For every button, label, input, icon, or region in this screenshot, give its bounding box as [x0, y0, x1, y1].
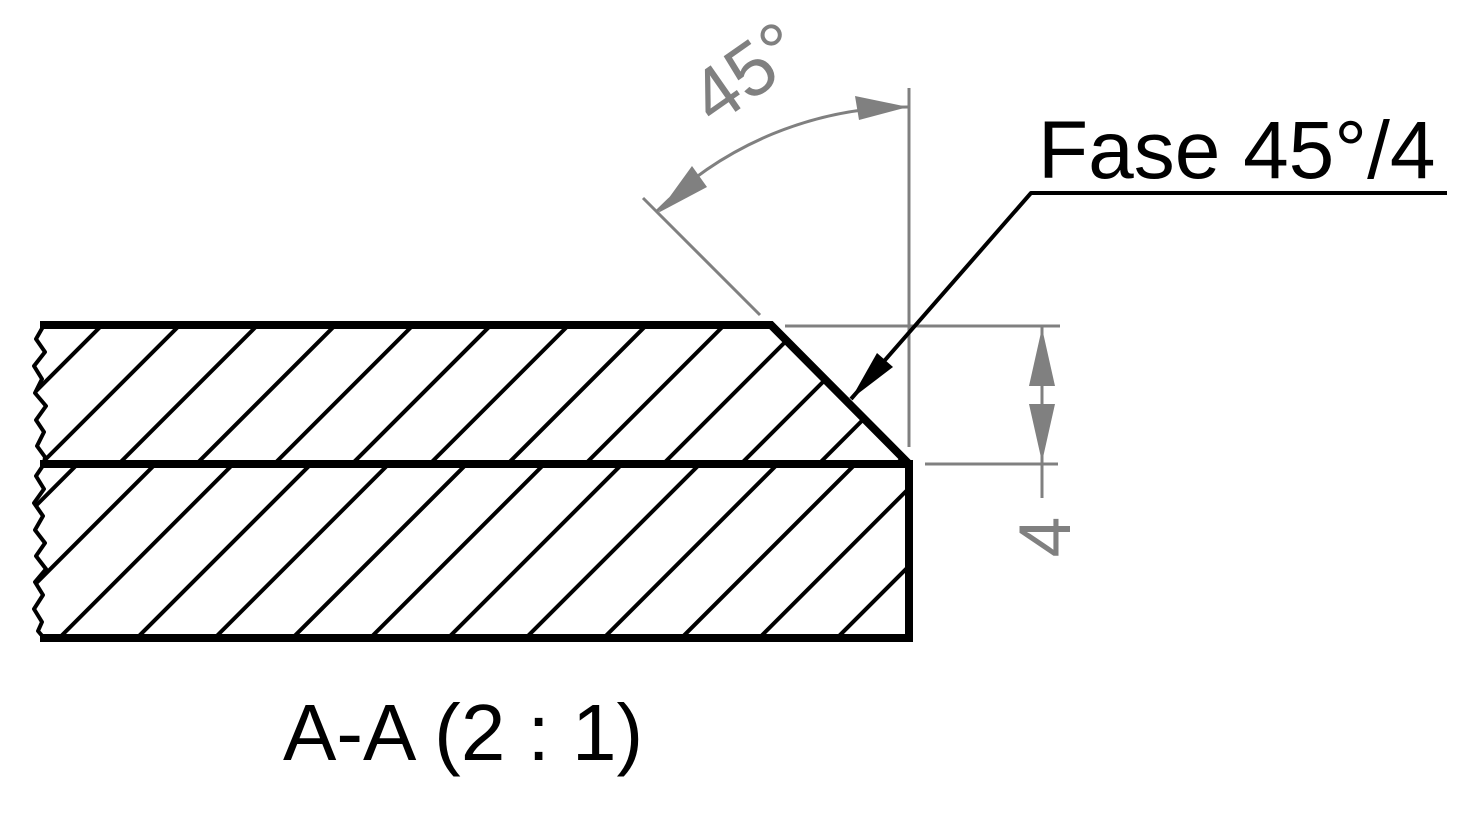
upper-plate-hatch: [34, 325, 909, 464]
dimension-arrow-down: [1029, 404, 1055, 462]
thickness-dimension-text: 4: [1005, 517, 1086, 558]
angle-dimension-arc: [655, 105, 910, 213]
leader-arrowhead: [851, 353, 893, 399]
part-outline: [32, 321, 913, 642]
arc-arrowhead-right: [855, 96, 908, 120]
chamfer-note-text: Fase 45°/4: [1038, 105, 1435, 196]
chamfer-note: Fase 45°/4: [849, 105, 1447, 401]
lower-plate-hatch: [34, 464, 909, 638]
break-line-upper: [32, 322, 48, 467]
leader-line: [849, 191, 1447, 401]
thickness-dimension-4: 4: [785, 324, 1086, 558]
dimension-arrow-up: [1029, 328, 1055, 386]
arc-arrowhead-left: [658, 166, 707, 213]
view-title: A-A (2 : 1): [283, 688, 643, 777]
extension-line-chamfer: [641, 196, 762, 317]
angle-dimension-text: 45°: [675, 5, 818, 141]
section-hatching: [34, 325, 909, 638]
break-line-lower: [32, 461, 48, 641]
